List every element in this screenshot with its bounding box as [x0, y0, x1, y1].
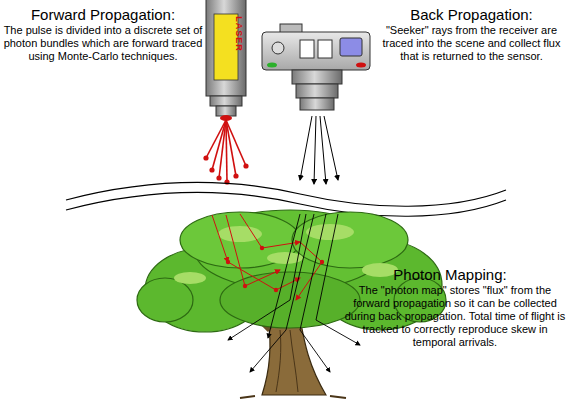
seeker-rays	[324, 116, 338, 180]
forward-rays	[206, 120, 246, 182]
photon-dots	[203, 155, 208, 160]
photon-hit-dots	[320, 260, 324, 264]
scattered-photon-paths	[228, 262, 300, 290]
device-label: LASER	[234, 16, 244, 52]
scattered-photon-paths	[240, 214, 300, 248]
tree-trunk	[276, 330, 298, 392]
seeker-paths	[268, 214, 300, 338]
laser-device	[206, 0, 246, 121]
distance-break	[66, 183, 506, 207]
photon-dots	[203, 155, 248, 184]
tree-canopy	[137, 278, 193, 322]
seeker-paths	[300, 214, 330, 372]
photon-hit-dots	[260, 246, 264, 250]
scattered-photon-paths	[226, 215, 280, 286]
photon-hit-dots	[226, 260, 230, 264]
description-text: The "photon map" stores "flux" from the …	[343, 284, 567, 349]
heading-text: Back Propagation:	[374, 6, 569, 23]
seeker-paths	[228, 214, 360, 372]
photon-hit-dots	[226, 246, 324, 292]
forward-rays	[206, 120, 226, 158]
seeker-rays	[314, 116, 316, 184]
canopy-highlights	[174, 224, 398, 284]
description-text: "Seeker" rays from the receiver are trac…	[374, 24, 569, 63]
scattered-photon-paths	[212, 215, 228, 262]
receiver-camera	[340, 38, 362, 56]
tree-canopy	[292, 212, 408, 268]
canopy-highlights	[174, 272, 206, 284]
description-text: The pulse is divided into a discrete set…	[3, 24, 203, 63]
seeker-rays	[320, 116, 326, 184]
seeker-paths	[228, 214, 306, 340]
receiver-camera	[296, 84, 338, 98]
receiver-camera	[267, 63, 277, 68]
heading-text: Photon Mapping:	[345, 266, 555, 283]
laser-device	[206, 0, 246, 96]
canopy-highlights	[218, 226, 262, 242]
receiver-camera	[300, 98, 334, 110]
photon-dots	[209, 167, 214, 172]
photon-dots	[233, 173, 238, 178]
canopy-highlights	[306, 224, 354, 240]
seeker-rays	[300, 116, 338, 184]
tree-trunk	[240, 396, 346, 398]
receiver-camera	[300, 40, 314, 58]
heading-text: Forward Propagation:	[3, 6, 203, 23]
seeker-rays	[300, 116, 312, 180]
photon-hit-dots	[243, 284, 247, 288]
photon-hit-dots	[274, 288, 278, 292]
laser-device	[216, 106, 236, 116]
tree-trunk	[262, 318, 326, 395]
receiver-camera	[272, 42, 284, 54]
receiver-camera	[262, 24, 370, 110]
laser-device	[210, 96, 242, 106]
scattered-photon-paths	[212, 214, 322, 300]
canopy-highlights	[362, 263, 398, 277]
photon-dots	[216, 175, 221, 180]
receiver-camera	[356, 63, 366, 68]
forward-rays	[219, 120, 226, 178]
receiver-camera	[262, 32, 370, 70]
seeker-paths	[250, 214, 314, 372]
receiver-camera	[292, 70, 342, 84]
seeker-paths	[316, 214, 360, 345]
forward-rays	[212, 120, 226, 170]
forward-rays	[226, 120, 246, 166]
receiver-camera	[318, 40, 332, 58]
photon-dots	[243, 163, 248, 168]
forward-rays	[226, 120, 236, 176]
